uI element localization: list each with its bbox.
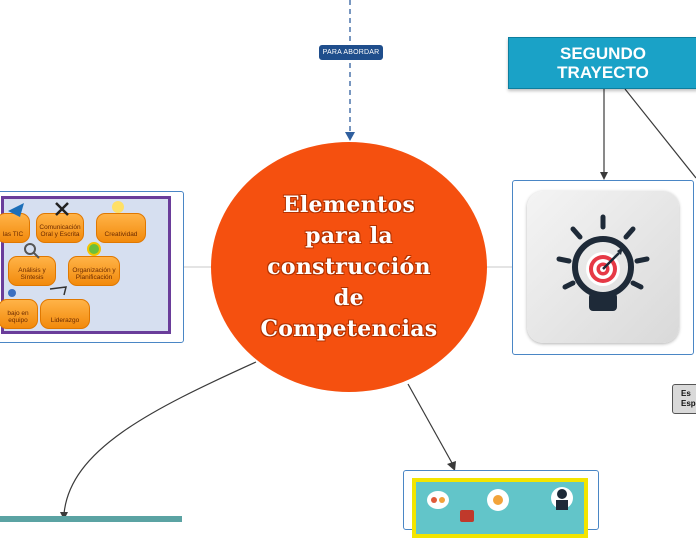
team-icons-image: [412, 478, 588, 538]
skill-icons: [4, 199, 168, 331]
team-image-node[interactable]: [403, 470, 599, 530]
link-bottom-left: [64, 362, 256, 514]
link-trayecto-right: [625, 89, 696, 178]
competencias-image: las TIC Comunicación Oral y Escrita Crea…: [1, 196, 171, 334]
lightbulb-image-node[interactable]: [512, 180, 694, 355]
bottom-left-node[interactable]: [0, 516, 182, 522]
link-bottom-right: [408, 384, 452, 463]
central-title: Elementos para la construcción de Compet…: [261, 190, 438, 345]
dashed-arrowhead: [345, 132, 355, 141]
lightbulb-target-icon: [527, 191, 679, 343]
connector-label[interactable]: PARA ABORDAR: [319, 45, 383, 60]
segundo-trayecto-node[interactable]: SEGUNDO TRAYECTO: [508, 37, 696, 89]
central-node[interactable]: Elementos para la construcción de Compet…: [211, 142, 487, 392]
esp-node[interactable]: Es Esp: [672, 384, 696, 414]
competencias-image-node[interactable]: las TIC Comunicación Oral y Escrita Crea…: [0, 191, 184, 343]
arrowhead-trayecto: [600, 172, 608, 180]
